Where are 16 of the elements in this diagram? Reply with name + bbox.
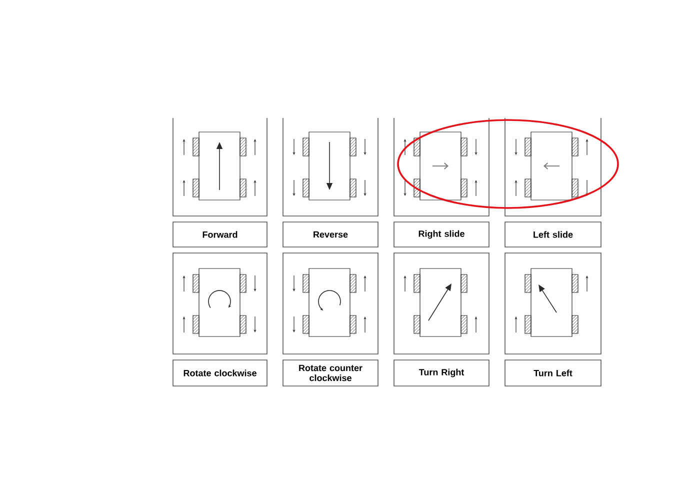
motion-diagram [504,118,602,216]
caption-box: Right slide [394,222,490,248]
motion-diagram [172,252,268,354]
caption-box: Rotate counter clockwise [282,360,378,386]
motion-diagram [282,252,378,354]
motion-diagram [282,118,378,216]
motion-diagram [394,252,490,354]
motion-diagram [504,252,602,354]
caption-box: Left slide [504,222,602,248]
motion-diagram [394,118,490,216]
caption-box: Rotate clockwise [172,360,268,386]
motion-diagram [172,118,268,216]
caption-box: Turn Left [504,360,602,386]
caption-box: Turn Right [394,360,490,386]
caption-box: Reverse [282,222,378,248]
caption-box: Forward [172,222,268,248]
